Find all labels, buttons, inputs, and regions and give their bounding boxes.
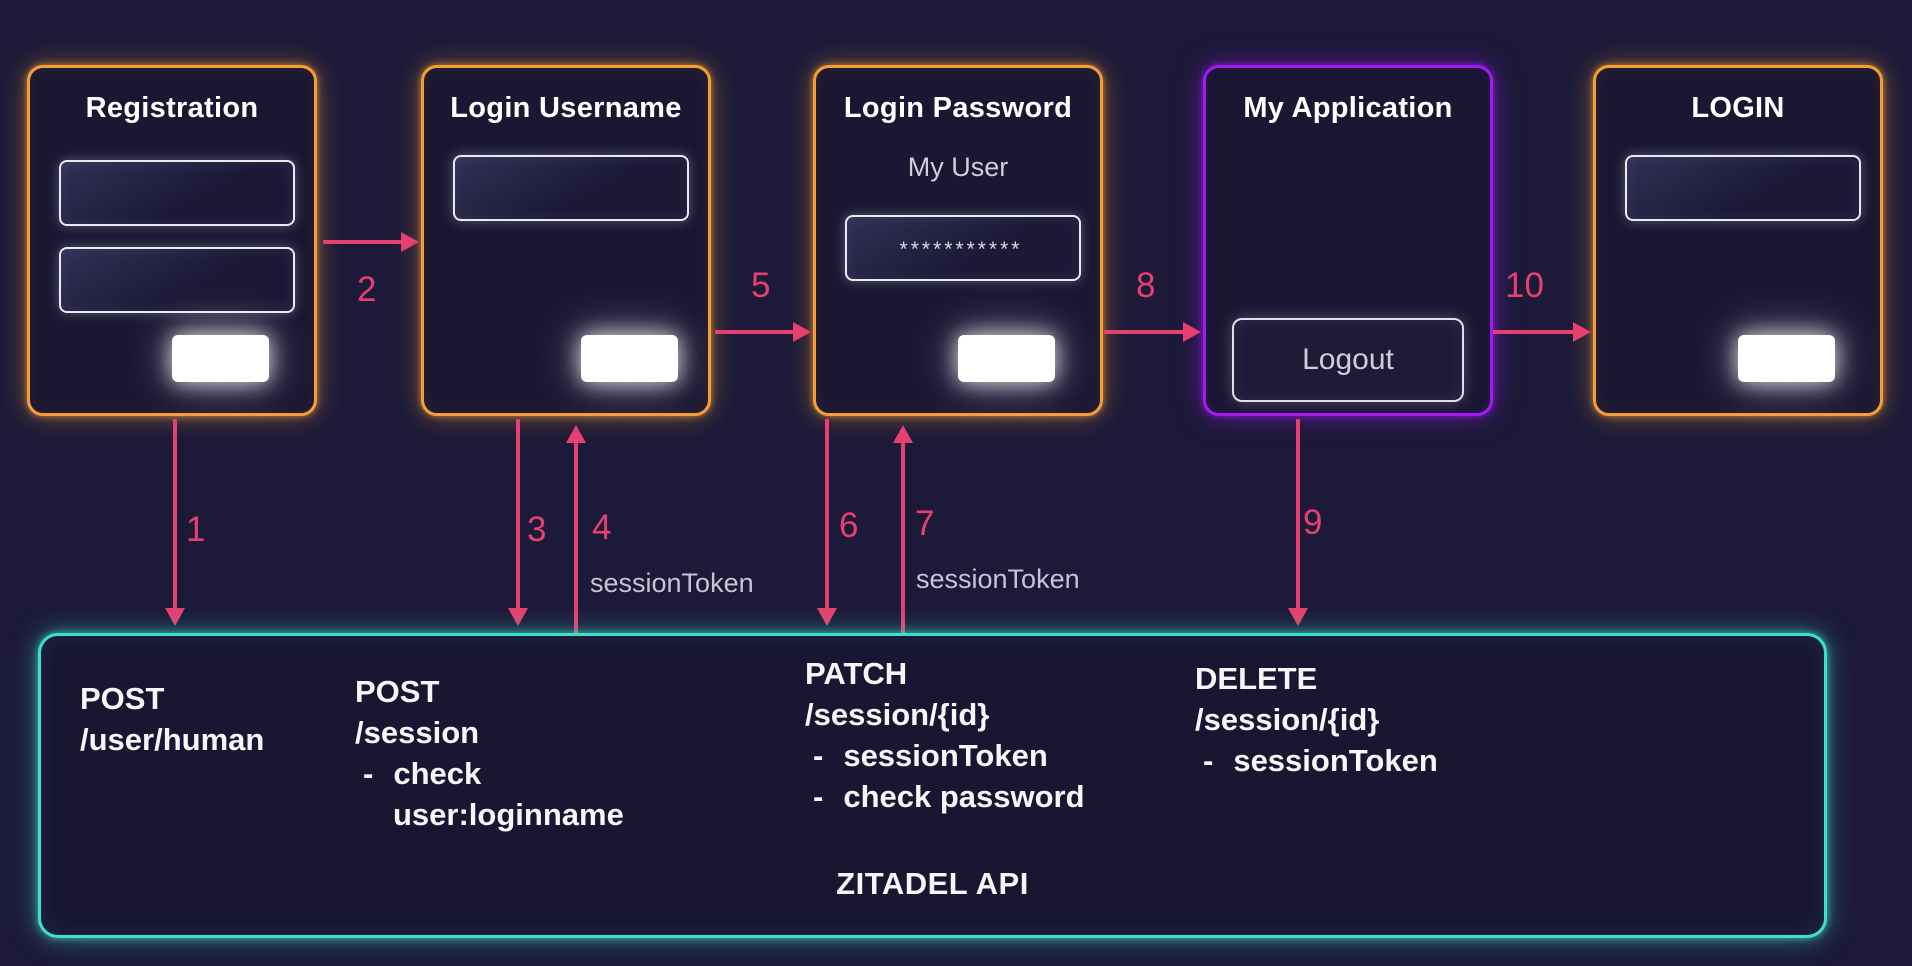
api-endpoint-delete-session: DELETE /session/{id} - sessionToken <box>1195 658 1438 781</box>
api-bullet-text: sessionToken <box>843 738 1048 773</box>
step-label-6: 6 <box>839 506 859 545</box>
session-token-label-left: sessionToken <box>590 568 754 598</box>
api-endpoint-create-session: POST /session - check user:loginname <box>355 671 624 835</box>
logout-button[interactable]: Logout <box>1232 318 1464 402</box>
api-method: DELETE <box>1195 661 1318 696</box>
bullet-dash: - <box>813 738 824 773</box>
bullet-dash: - <box>813 779 824 814</box>
arrow-step-10 <box>1493 322 1591 342</box>
api-bullet-text: check password <box>843 779 1085 814</box>
arrow-step-9 <box>1288 419 1308 626</box>
step-label-2: 2 <box>357 270 377 309</box>
login-password-card: Login Password My User *********** <box>813 65 1103 416</box>
api-bullet: - check <box>355 753 624 794</box>
arrow-step-4 <box>566 425 586 633</box>
login-submit-button[interactable] <box>1738 335 1835 382</box>
zitadel-api-title: ZITADEL API <box>836 866 1029 901</box>
step-label-4: 4 <box>592 508 612 547</box>
api-path: /user/human <box>80 722 265 757</box>
step-label-10: 10 <box>1505 266 1544 305</box>
arrow-step-7 <box>893 425 913 633</box>
api-path: /session/{id} <box>805 697 990 732</box>
my-application-title: My Application <box>1243 92 1453 124</box>
api-endpoint-patch-session: PATCH /session/{id} - sessionToken - che… <box>805 653 1085 817</box>
my-application-card: My Application Logout <box>1203 65 1493 416</box>
bullet-dash: - <box>1203 743 1214 778</box>
api-endpoint-create-user: POST /user/human <box>80 678 264 760</box>
api-method: PATCH <box>805 656 908 691</box>
arrow-step-2 <box>323 232 419 252</box>
step-label-8: 8 <box>1136 266 1156 305</box>
registration-title: Registration <box>85 92 259 124</box>
api-path: /session <box>355 715 480 750</box>
arrow-step-1 <box>165 419 185 626</box>
api-bullet-continuation: user:loginname <box>393 797 624 832</box>
step-label-9: 9 <box>1303 503 1323 542</box>
session-token-label-right: sessionToken <box>916 564 1080 594</box>
step-label-5: 5 <box>751 266 771 305</box>
login-username-card: Login Username <box>421 65 711 416</box>
login-username-title: Login Username <box>450 92 682 124</box>
api-bullet: - sessionToken <box>1195 740 1438 781</box>
registration-input-1[interactable] <box>59 160 295 226</box>
current-user-label: My User <box>907 152 1009 182</box>
username-submit-button[interactable] <box>581 335 678 382</box>
password-submit-button[interactable] <box>958 335 1055 382</box>
arrow-step-3 <box>508 419 528 626</box>
registration-submit-button[interactable] <box>172 335 269 382</box>
login-title: LOGIN <box>1691 92 1785 124</box>
api-method: POST <box>355 674 440 709</box>
arrow-step-6 <box>817 419 837 626</box>
step-label-1: 1 <box>186 510 206 549</box>
api-bullet: - sessionToken <box>805 735 1085 776</box>
api-bullet-text: check <box>393 756 482 791</box>
arrow-step-5 <box>715 322 811 342</box>
bullet-dash: - <box>363 756 374 791</box>
login-card: LOGIN <box>1593 65 1883 416</box>
step-label-7: 7 <box>915 504 935 543</box>
api-method: POST <box>80 681 165 716</box>
registration-input-2[interactable] <box>59 247 295 313</box>
api-path: /session/{id} <box>1195 702 1380 737</box>
login-password-title: Login Password <box>843 92 1073 124</box>
password-input[interactable] <box>845 215 1081 281</box>
step-label-3: 3 <box>527 510 547 549</box>
password-mask-text: *********** <box>899 238 1023 261</box>
api-bullet: - check password <box>805 776 1085 817</box>
arrow-step-8 <box>1104 322 1201 342</box>
registration-card: Registration <box>27 65 317 416</box>
username-input[interactable] <box>453 155 689 221</box>
login-input[interactable] <box>1625 155 1861 221</box>
zitadel-api-box <box>38 633 1827 938</box>
api-bullet-text: sessionToken <box>1233 743 1438 778</box>
